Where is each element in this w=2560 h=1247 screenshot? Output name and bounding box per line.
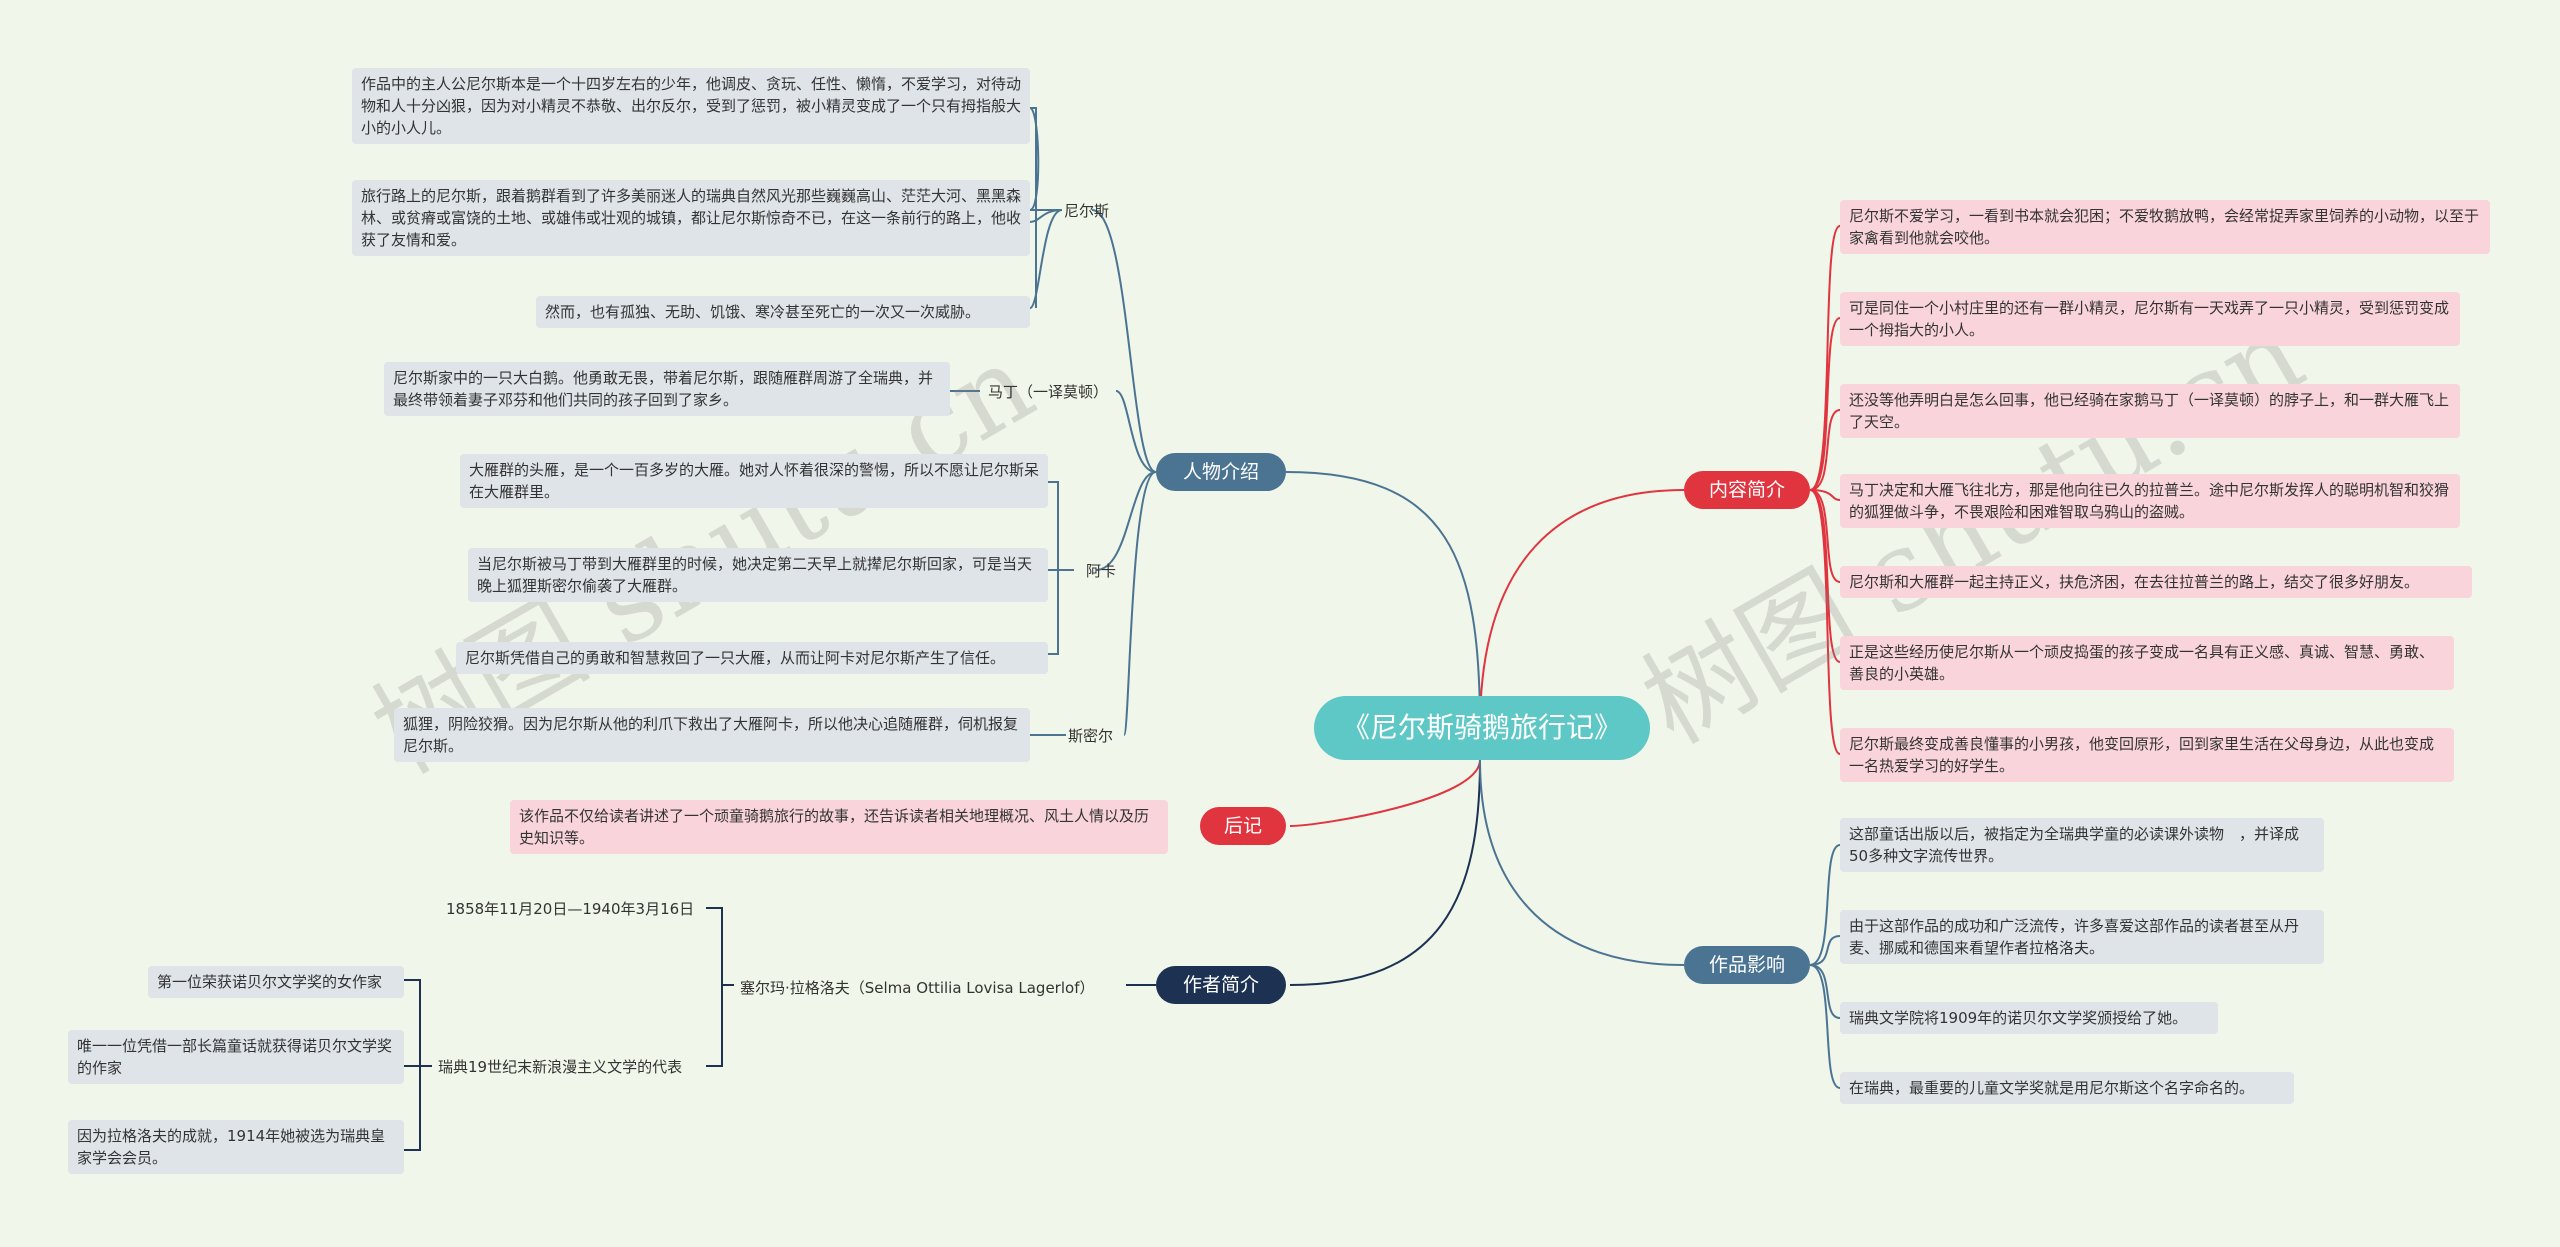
topic-martin[interactable]: 马丁（一译莫顿） — [988, 383, 1109, 401]
impact-item-2: 由于这部作品的成功和广泛流传，许多喜爱这部作品的读者甚至从丹麦、挪威和德国来看望… — [1840, 910, 2324, 964]
author-rep-item-3: 因为拉格洛夫的成就，1914年她被选为瑞典皇家学会会员。 — [68, 1120, 404, 1174]
author-representative[interactable]: 瑞典19世纪末新浪漫主义文学的代表 — [438, 1058, 683, 1076]
nils-item-3: 然而，也有孤独、无助、饥饿、寒冷甚至死亡的一次又一次威胁。 — [536, 296, 1030, 328]
branch-impact[interactable]: 作品影响 — [1684, 946, 1810, 984]
author-rep-item-1: 第一位荣获诺贝尔文学奖的女作家 — [148, 966, 404, 998]
nils-item-2: 旅行路上的尼尔斯，跟着鹅群看到了许多美丽迷人的瑞典自然风光那些巍巍高山、茫茫大河… — [352, 180, 1030, 256]
nils-item-1: 作品中的主人公尼尔斯本是一个十四岁左右的少年，他调皮、贪玩、任性、懒惰，不爱学习… — [352, 68, 1030, 144]
impact-item-4: 在瑞典，最重要的儿童文学奖就是用尼尔斯这个名字命名的。 — [1840, 1072, 2294, 1104]
content-item-5: 尼尔斯和大雁群一起主持正义，扶危济困，在去往拉普兰的路上，结交了很多好朋友。 — [1840, 566, 2472, 598]
smirre-item-1: 狐狸，阴险狡猾。因为尼尔斯从他的利爪下救出了大雁阿卡，所以他决心追随雁群，伺机报… — [394, 708, 1030, 762]
martin-item-1: 尼尔斯家中的一只大白鹅。他勇敢无畏，带着尼尔斯，跟随雁群周游了全瑞典，并最终带领… — [384, 362, 950, 416]
content-item-3: 还没等他弄明白是怎么回事，他已经骑在家鹅马丁（一译莫顿）的脖子上，和一群大雁飞上… — [1840, 384, 2460, 438]
branch-author[interactable]: 作者简介 — [1156, 966, 1286, 1004]
topic-nils[interactable]: 尼尔斯 — [1064, 202, 1110, 220]
branch-people[interactable]: 人物介绍 — [1156, 453, 1286, 491]
content-item-4: 马丁决定和大雁飞往北方，那是他向往已久的拉普兰。途中尼尔斯发挥人的聪明机智和狡猾… — [1840, 474, 2460, 528]
author-dates[interactable]: 1858年11月20日—1940年3月16日 — [446, 900, 695, 918]
impact-item-1: 这部童话出版以后，被指定为全瑞典学童的必读课外读物 ，并译成50多种文字流传世界… — [1840, 818, 2324, 872]
akka-item-2: 当尼尔斯被马丁带到大雁群里的时候，她决定第二天早上就撵尼尔斯回家，可是当天晚上狐… — [468, 548, 1048, 602]
topic-smirre[interactable]: 斯密尔 — [1068, 727, 1114, 745]
branch-content[interactable]: 内容简介 — [1684, 471, 1810, 509]
root-topic[interactable]: 《尼尔斯骑鹅旅行记》 — [1314, 696, 1650, 760]
impact-item-3: 瑞典文学院将1909年的诺贝尔文学奖颁授给了她。 — [1840, 1002, 2218, 1034]
author-rep-item-2: 唯一一位凭借一部长篇童话就获得诺贝尔文学奖的作家 — [68, 1030, 404, 1084]
afterword-item-1: 该作品不仅给读者讲述了一个顽童骑鹅旅行的故事，还告诉读者相关地理概况、风土人情以… — [510, 800, 1168, 854]
content-item-6: 正是这些经历使尼尔斯从一个顽皮捣蛋的孩子变成一名具有正义感、真诚、智慧、勇敢、善… — [1840, 636, 2454, 690]
topic-akka[interactable]: 阿卡 — [1086, 562, 1117, 580]
content-item-1: 尼尔斯不爱学习，一看到书本就会犯困；不爱牧鹅放鸭，会经常捉弄家里饲养的小动物，以… — [1840, 200, 2490, 254]
branch-afterword[interactable]: 后记 — [1200, 807, 1286, 845]
author-name[interactable]: 塞尔玛·拉格洛夫（Selma Ottilia Lovisa Lagerlof） — [740, 979, 1095, 997]
content-item-2: 可是同住一个小村庄里的还有一群小精灵，尼尔斯有一天戏弄了一只小精灵，受到惩罚变成… — [1840, 292, 2460, 346]
akka-item-3: 尼尔斯凭借自己的勇敢和智慧救回了一只大雁，从而让阿卡对尼尔斯产生了信任。 — [456, 642, 1048, 674]
content-item-7: 尼尔斯最终变成善良懂事的小男孩，他变回原形，回到家里生活在父母身边，从此也变成一… — [1840, 728, 2454, 782]
akka-item-1: 大雁群的头雁，是一个一百多岁的大雁。她对人怀着很深的警惕，所以不愿让尼尔斯呆在大… — [460, 454, 1048, 508]
